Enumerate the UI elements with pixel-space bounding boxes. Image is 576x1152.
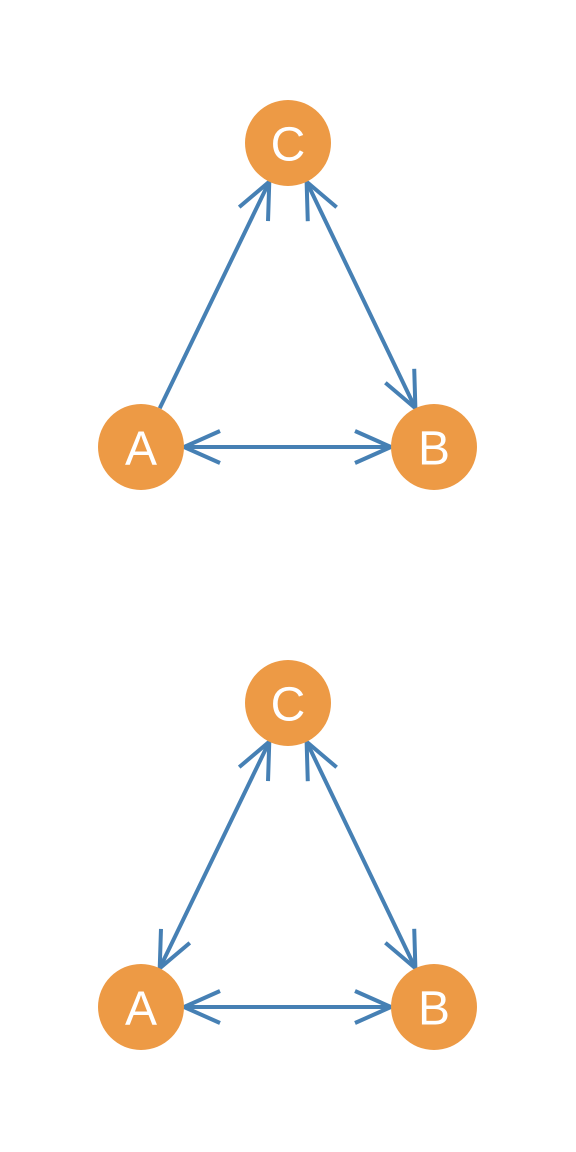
edge-line (157, 180, 272, 410)
node-a: A (98, 964, 184, 1050)
arrowhead-c (304, 737, 338, 782)
node-c: C (245, 660, 331, 746)
edge-a-b (179, 429, 396, 465)
node-c: C (245, 100, 331, 186)
edge-a-c (157, 177, 272, 410)
node-circle (245, 100, 331, 186)
arrowhead-b (384, 928, 418, 973)
edge-a-c (157, 737, 272, 973)
edge-line (157, 740, 272, 970)
node-circle (391, 964, 477, 1050)
edge-c-b (304, 177, 418, 413)
node-label: B (418, 983, 450, 1036)
graph-1: C A B (98, 100, 477, 490)
graph-2: C A B (98, 660, 477, 1050)
edge-line (304, 740, 418, 970)
edge-c-b (304, 737, 418, 973)
node-a: A (98, 404, 184, 490)
node-label: A (125, 423, 157, 476)
node-circle (245, 660, 331, 746)
node-circle (391, 404, 477, 490)
node-b: B (391, 404, 477, 490)
node-b: B (391, 964, 477, 1050)
node-circle (98, 964, 184, 1050)
edge-line (304, 180, 418, 410)
edge-a-b (179, 989, 396, 1025)
node-label: B (418, 423, 450, 476)
node-label: A (125, 983, 157, 1036)
node-label: C (271, 119, 306, 172)
node-label: C (271, 679, 306, 732)
arrowhead-c (237, 177, 272, 222)
node-circle (98, 404, 184, 490)
